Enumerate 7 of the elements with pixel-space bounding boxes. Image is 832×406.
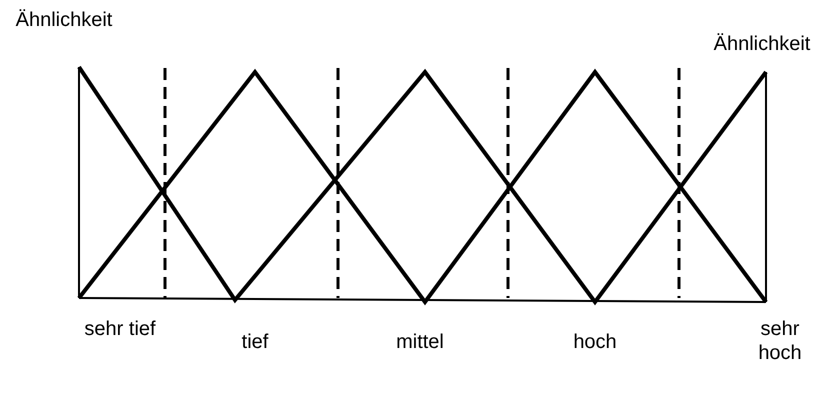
- category-label: sehr hoch: [757, 317, 803, 365]
- category-label: sehr tief: [83, 317, 157, 341]
- category-label: tief: [240, 330, 270, 354]
- axis-label: Ähnlichkeit: [14, 8, 114, 32]
- category-label: hoch: [572, 330, 618, 354]
- axis-label: Ähnlichkeit: [712, 32, 812, 56]
- category-label: mittel: [395, 330, 445, 354]
